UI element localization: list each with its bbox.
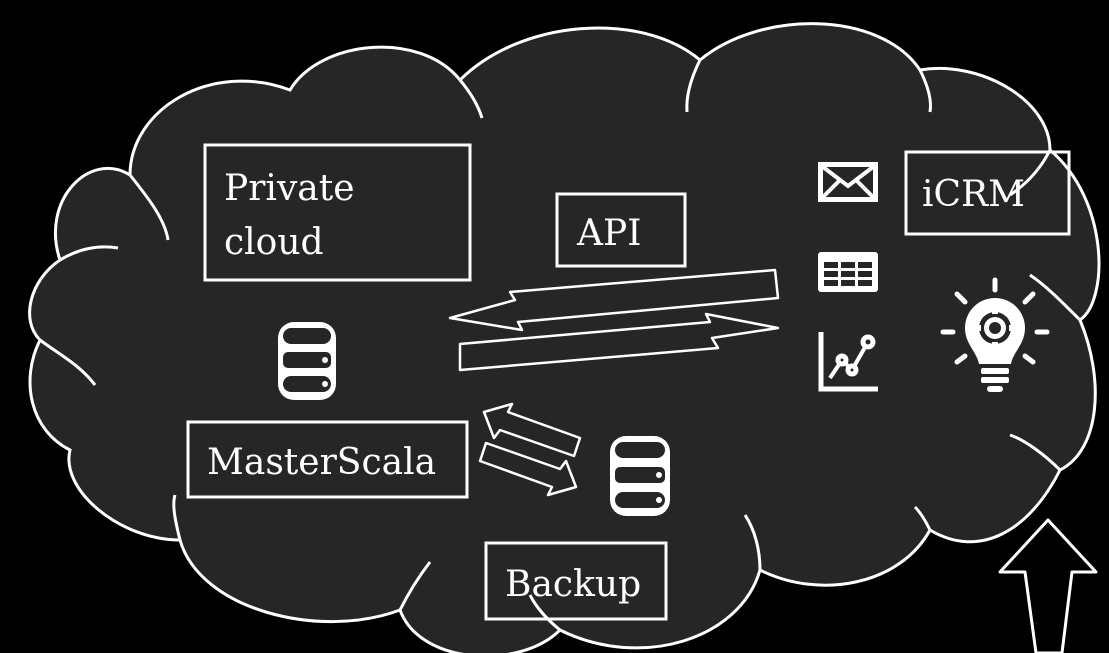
api-label: API — [576, 213, 641, 254]
envelope-icon — [818, 162, 878, 202]
masterscala-box: MasterScala — [186, 420, 469, 499]
private-cloud-label-line1: Private — [224, 168, 355, 209]
private-cloud-label-line2: cloud — [224, 222, 324, 263]
icrm-box: iCRM — [904, 150, 1071, 236]
backup-label: Backup — [505, 564, 641, 605]
masterscala-label: MasterScala — [207, 442, 436, 483]
icrm-label: iCRM — [922, 174, 1025, 215]
api-double-arrow — [448, 268, 780, 372]
api-box: API — [555, 192, 687, 268]
lightbulb-gear-icon — [940, 277, 1050, 392]
table-icon — [818, 252, 878, 292]
database-icon-backup — [610, 436, 670, 516]
upward-arrow — [998, 518, 1098, 653]
backup-double-arrow — [478, 402, 582, 497]
private-cloud-box: Private cloud — [203, 143, 472, 282]
cloud-shape — [28, 22, 1101, 653]
database-icon-private — [278, 322, 336, 400]
backup-box: Backup — [484, 541, 668, 621]
line-chart-icon — [818, 332, 878, 392]
